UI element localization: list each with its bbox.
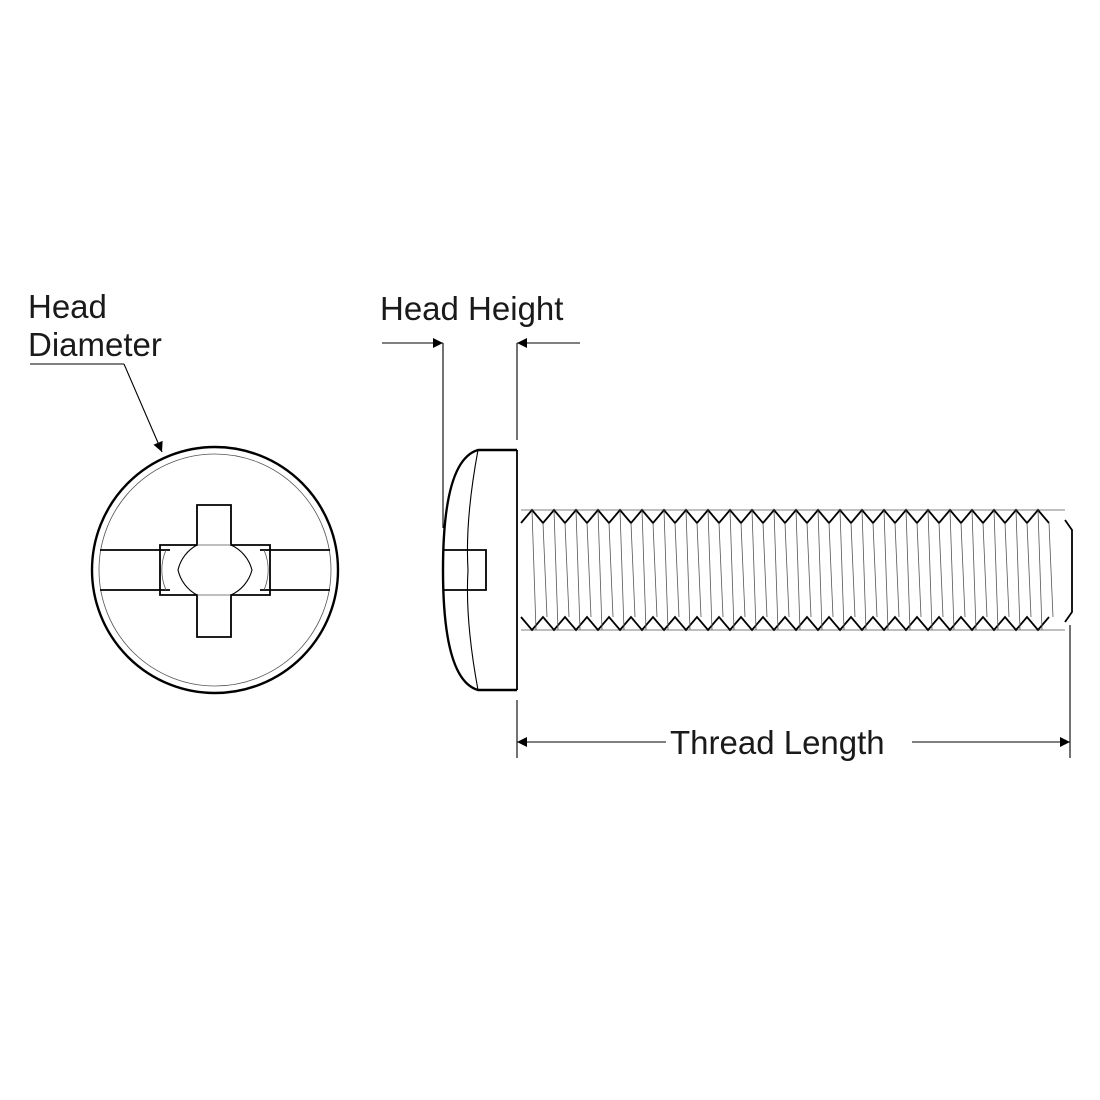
thread-root-line xyxy=(806,522,812,618)
thread-crest-line xyxy=(795,509,801,631)
thread-crest-line xyxy=(861,509,867,631)
thread-length-label: Thread Length xyxy=(670,724,885,761)
thread-crest-line xyxy=(1015,509,1021,631)
thread-end xyxy=(1064,519,1073,623)
thread-crest-line xyxy=(729,509,735,631)
thread-crest-line xyxy=(685,509,691,631)
thread-root-line xyxy=(916,522,922,618)
thread-root-line xyxy=(652,522,658,618)
thread-root-line xyxy=(762,522,768,618)
head-profile xyxy=(441,448,517,692)
thread-root-line xyxy=(1004,522,1010,618)
screw-side-view xyxy=(441,448,1073,692)
thread-profile xyxy=(520,508,1054,632)
thread-crest-line xyxy=(751,509,757,631)
thread-crest-line xyxy=(575,509,581,631)
thread-root-line xyxy=(586,522,592,618)
thread-crest-top xyxy=(520,508,1050,525)
head-slot xyxy=(443,549,487,591)
thread-length-dimension xyxy=(516,625,1071,758)
thread-crest-line xyxy=(971,509,977,631)
combo-phillips-slotted-icon xyxy=(159,504,271,638)
head-outer-circle xyxy=(90,445,340,695)
head-height-label: Head Height xyxy=(380,290,563,327)
thread-root-line xyxy=(960,522,966,618)
thread-root-line xyxy=(740,522,746,618)
thread-root-line xyxy=(872,522,878,618)
thread-root-line xyxy=(982,522,988,618)
thread-root-line xyxy=(938,522,944,618)
thread-root-line xyxy=(674,522,680,618)
head-diameter-leader xyxy=(123,363,163,453)
head-inner-circle xyxy=(98,453,332,687)
thread-root-line xyxy=(608,522,614,618)
thread-root-line xyxy=(850,522,856,618)
thread-crest-line xyxy=(663,509,669,631)
thread-crest-line xyxy=(949,509,955,631)
head-height-dimension xyxy=(382,338,580,528)
thread-crest-line xyxy=(619,509,625,631)
thread-crest-line xyxy=(883,509,889,631)
thread-crest-line xyxy=(707,509,713,631)
thread-crest-line xyxy=(597,509,603,631)
thread-root-line xyxy=(1048,522,1054,618)
thread-root-line xyxy=(828,522,834,618)
thread-root-line xyxy=(784,522,790,618)
thread-crest-line xyxy=(817,509,823,631)
head-crown-inner xyxy=(466,449,479,691)
thread-root-line xyxy=(564,522,570,618)
thread-crest-line xyxy=(839,509,845,631)
screw-head-top-view xyxy=(30,363,340,695)
thread-crest-bottom xyxy=(520,615,1050,632)
thread-root-line xyxy=(718,522,724,618)
thread-root-line xyxy=(630,522,636,618)
thread-crest-line xyxy=(641,509,647,631)
thread-root-line xyxy=(542,522,548,618)
thread-crest-line xyxy=(553,509,559,631)
thread-crest-line xyxy=(993,509,999,631)
thread-root-line xyxy=(1026,522,1032,618)
head-diameter-label-line2: Diameter xyxy=(28,326,162,363)
thread-crest-line xyxy=(927,509,933,631)
thread-crest-line xyxy=(1037,509,1043,631)
thread-root-line xyxy=(894,522,900,618)
thread-crest-line xyxy=(905,509,911,631)
head-diameter-label-line1: Head xyxy=(28,288,107,325)
thread-root-line xyxy=(696,522,702,618)
thread-crest-line xyxy=(773,509,779,631)
thread-crest-line xyxy=(531,509,537,631)
